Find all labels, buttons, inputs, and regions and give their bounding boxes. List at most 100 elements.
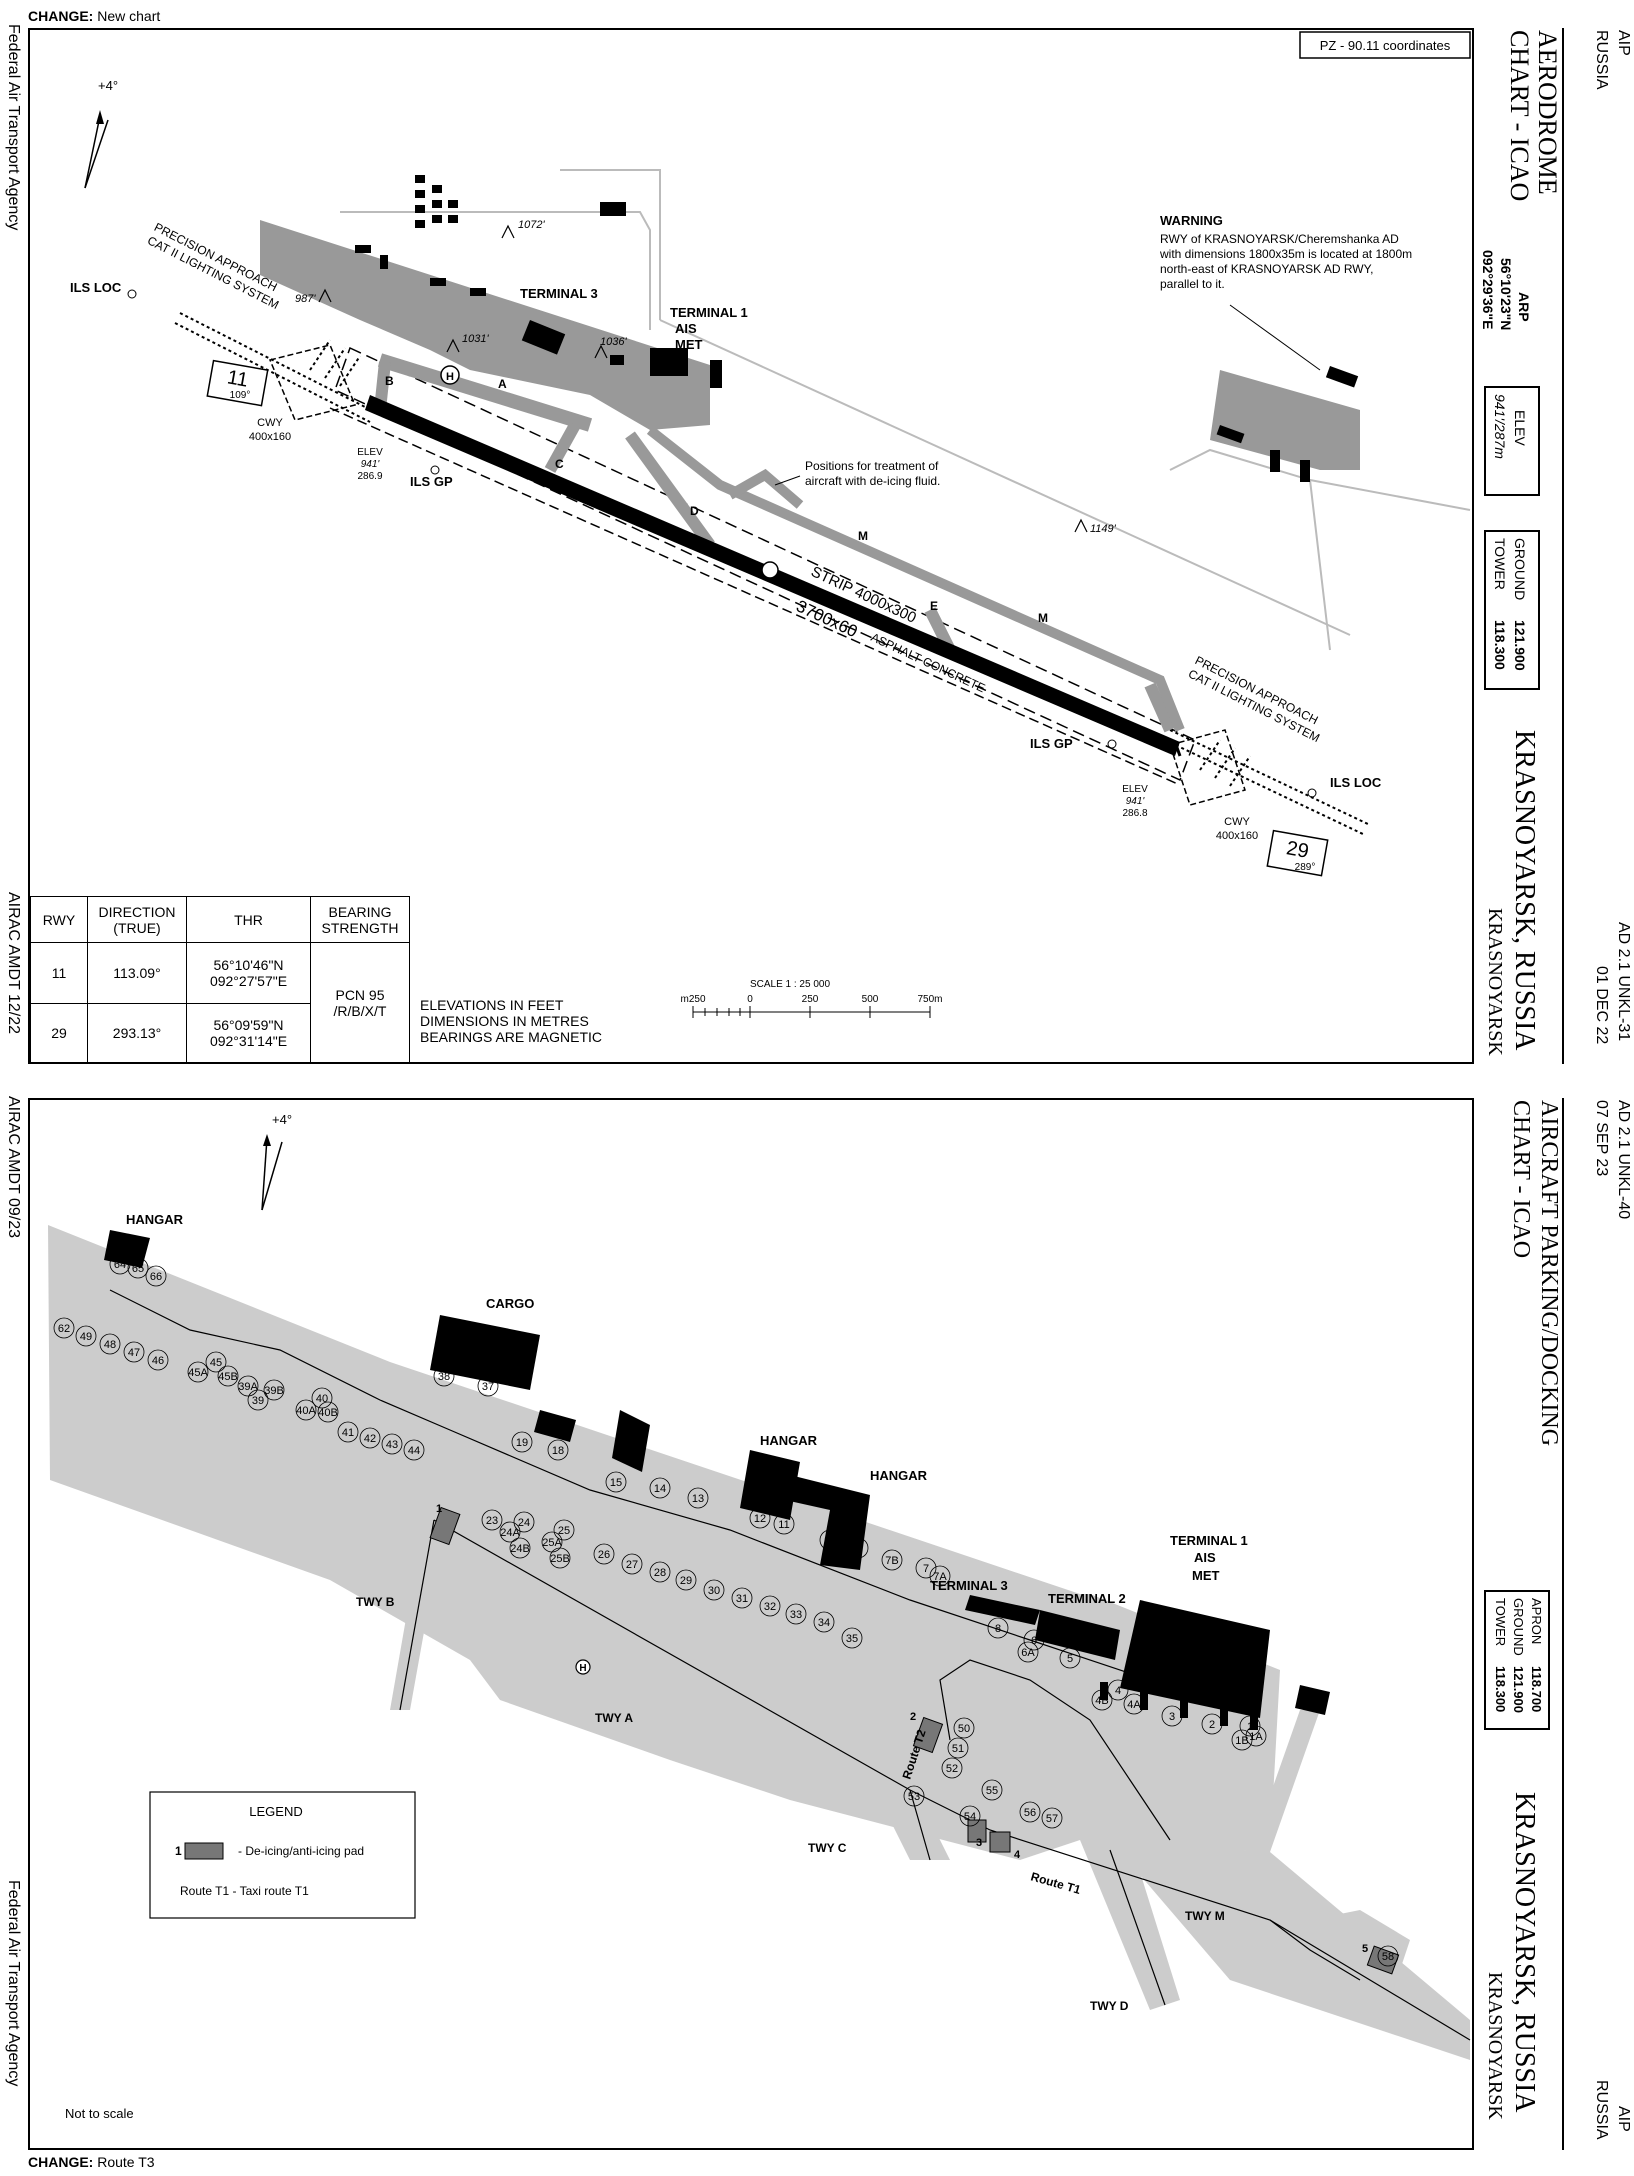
svg-text:HANGAR: HANGAR xyxy=(126,1212,184,1227)
legend-pad-icon xyxy=(184,1842,224,1860)
heliport-icon: H xyxy=(575,1659,591,1675)
stand-15-marker xyxy=(605,1471,627,1493)
stand-32-label: 32 xyxy=(764,1601,776,1613)
legend-pad-number: 1 xyxy=(175,1844,182,1858)
change-note-bottom: CHANGE: Route T3 xyxy=(28,2154,155,2170)
stand-18-marker xyxy=(547,1439,569,1461)
svg-text:with dimensions 1800x35m is lo: with dimensions 1800x35m is located at 1… xyxy=(1159,247,1412,261)
warning-block: WARNING RWY of KRASNOYARSK/Cheremshanka … xyxy=(1159,213,1412,371)
stand-43-marker xyxy=(381,1433,403,1455)
stand-50-label: 50 xyxy=(958,1723,970,1735)
stand-58-label: 58 xyxy=(1382,1951,1394,1963)
east-apron xyxy=(1210,370,1360,470)
svg-text:286.9: 286.9 xyxy=(357,471,382,482)
stand-2-label: 2 xyxy=(1209,1719,1215,1731)
stand-4B-marker xyxy=(1091,1689,1113,1711)
deicing-pads xyxy=(429,1506,1400,1975)
svg-text:CWY: CWY xyxy=(257,417,283,429)
stand-32-marker xyxy=(759,1595,781,1617)
chart-title-line2: CHART - ICAO xyxy=(1505,30,1534,202)
stand-45A-label: 45A xyxy=(188,1367,208,1379)
stand-1-marker xyxy=(1239,1715,1261,1737)
scale-bar: SCALE 1 : 25 000 m250 0 250 500 750m xyxy=(680,979,943,1018)
svg-text:RWY of KRASNOYARSK/Cheremshank: RWY of KRASNOYARSK/Cheremshanka AD xyxy=(1160,232,1399,246)
stand-6A-marker xyxy=(1017,1641,1039,1663)
svg-text:WARNING: WARNING xyxy=(1160,213,1223,228)
svg-text:TERMINAL 1: TERMINAL 1 xyxy=(1170,1533,1248,1548)
heliport-icon: H xyxy=(440,365,460,385)
stand-48-marker xyxy=(99,1333,121,1355)
stand-56-marker xyxy=(1019,1801,1041,1823)
svg-text:E: E xyxy=(930,599,938,613)
terminal-road xyxy=(1250,1710,1320,1852)
svg-text:north-east of KRASNOYARSK AD R: north-east of KRASNOYARSK AD RWY, xyxy=(1160,262,1373,276)
svg-text:1031': 1031' xyxy=(462,333,489,345)
stand-39A-marker xyxy=(237,1375,259,1397)
svg-text:400x160: 400x160 xyxy=(1216,830,1258,842)
stand-26-marker xyxy=(593,1543,615,1565)
stand-28-label: 28 xyxy=(654,1567,666,1579)
svg-text:1149': 1149' xyxy=(1090,523,1117,535)
country-label-bottom: RUSSIA xyxy=(1593,2080,1610,2140)
stand-35-marker xyxy=(841,1627,863,1649)
stand-1-label: 1 xyxy=(1247,1721,1253,1733)
stand-40B-marker xyxy=(317,1401,339,1423)
legend-pad-text: - De-icing/anti-icing pad xyxy=(238,1844,364,1858)
north-arrow-icon: +4° xyxy=(84,78,118,189)
stand-24-marker xyxy=(513,1511,535,1533)
change-note-top: CHANGE: New chart xyxy=(28,8,161,24)
stand-11-marker xyxy=(773,1513,795,1535)
svg-text:HANGAR: HANGAR xyxy=(870,1468,928,1483)
stand-55-marker xyxy=(981,1779,1003,1801)
terminal-buildings xyxy=(355,202,722,388)
stand-49-marker xyxy=(75,1325,97,1347)
stand-50-marker xyxy=(953,1717,975,1739)
terminal3-label: TERMINAL 3 xyxy=(520,286,598,301)
stand-57-marker xyxy=(1041,1807,1063,1829)
stand-8-marker xyxy=(987,1617,1009,1639)
runway-data-table: RWY DIRECTION (TRUE) THR BEARING STRENGT… xyxy=(30,896,410,1064)
stand-3-label: 3 xyxy=(1169,1711,1175,1723)
stand-39-label: 39 xyxy=(252,1395,264,1407)
aip-label-bottom: AIP xyxy=(1615,2106,1632,2132)
stand-25B-marker xyxy=(549,1547,571,1569)
runway-strip xyxy=(334,346,1196,782)
building-blocks xyxy=(415,175,458,228)
obstacle-labels: 1072' 987' 1031' 1036' 1149' xyxy=(295,219,1117,535)
legend-title: LEGEND xyxy=(249,1804,302,1819)
elev-east-label: ELEV 941' 286.8 xyxy=(1122,784,1148,819)
rwy-11-bearing: 109° xyxy=(230,390,251,401)
stand-29-marker xyxy=(675,1569,697,1591)
airport-city-bottom: KRASNOYARSK xyxy=(1484,1972,1506,2120)
svg-text:MET: MET xyxy=(1192,1568,1220,1583)
deicing-note: Positions for treatment of aircraft with… xyxy=(805,459,940,488)
stand-46-marker xyxy=(147,1349,169,1371)
frequency-box-bottom: APRON 118.700 GROUND 121.900 TOWER 118.3… xyxy=(1484,1590,1550,1730)
ils-loc-east-label: ILS LOC xyxy=(1330,775,1382,790)
airport-name-bottom: KRASNOYARSK, RUSSIA xyxy=(1509,1792,1540,2113)
pad-numbers: 1 2 3 4 5 xyxy=(436,1503,1368,1955)
stand-46-label: 46 xyxy=(152,1355,164,1367)
stand-40B-label: 40B xyxy=(318,1407,338,1419)
stand-44-marker xyxy=(403,1439,425,1461)
svg-text:1: 1 xyxy=(436,1503,442,1515)
units-notes: ELEVATIONS IN FEET DIMENSIONS IN METRES … xyxy=(420,997,602,1045)
stand-65-label: 65 xyxy=(132,1263,144,1275)
stand-9-marker xyxy=(847,1537,869,1559)
stand-64-label: 64 xyxy=(114,1259,126,1271)
stand-45B-marker xyxy=(217,1365,239,1387)
stand-39B-label: 39B xyxy=(264,1385,284,1397)
stand-25B-label: 25B xyxy=(550,1553,570,1565)
svg-text:TWY A: TWY A xyxy=(595,1711,633,1725)
aerodrome-chart-frame: PZ - 90.11 coordinates +4° xyxy=(28,28,1474,1064)
stand-47-label: 47 xyxy=(128,1347,140,1359)
stand-13-marker xyxy=(687,1487,709,1509)
airport-name-top: KRASNOYARSK, RUSSIA xyxy=(1509,730,1540,1051)
stand-47-marker xyxy=(123,1341,145,1363)
terminal1-label: TERMINAL 1 xyxy=(670,305,748,320)
elev-west-label: ELEV 941' 286.9 xyxy=(357,447,383,482)
stand-62-marker xyxy=(53,1317,75,1339)
doc-id-bottom: AD 2.1 UNKL-40 xyxy=(1615,1100,1632,1220)
stand-8-label: 8 xyxy=(995,1623,1001,1635)
